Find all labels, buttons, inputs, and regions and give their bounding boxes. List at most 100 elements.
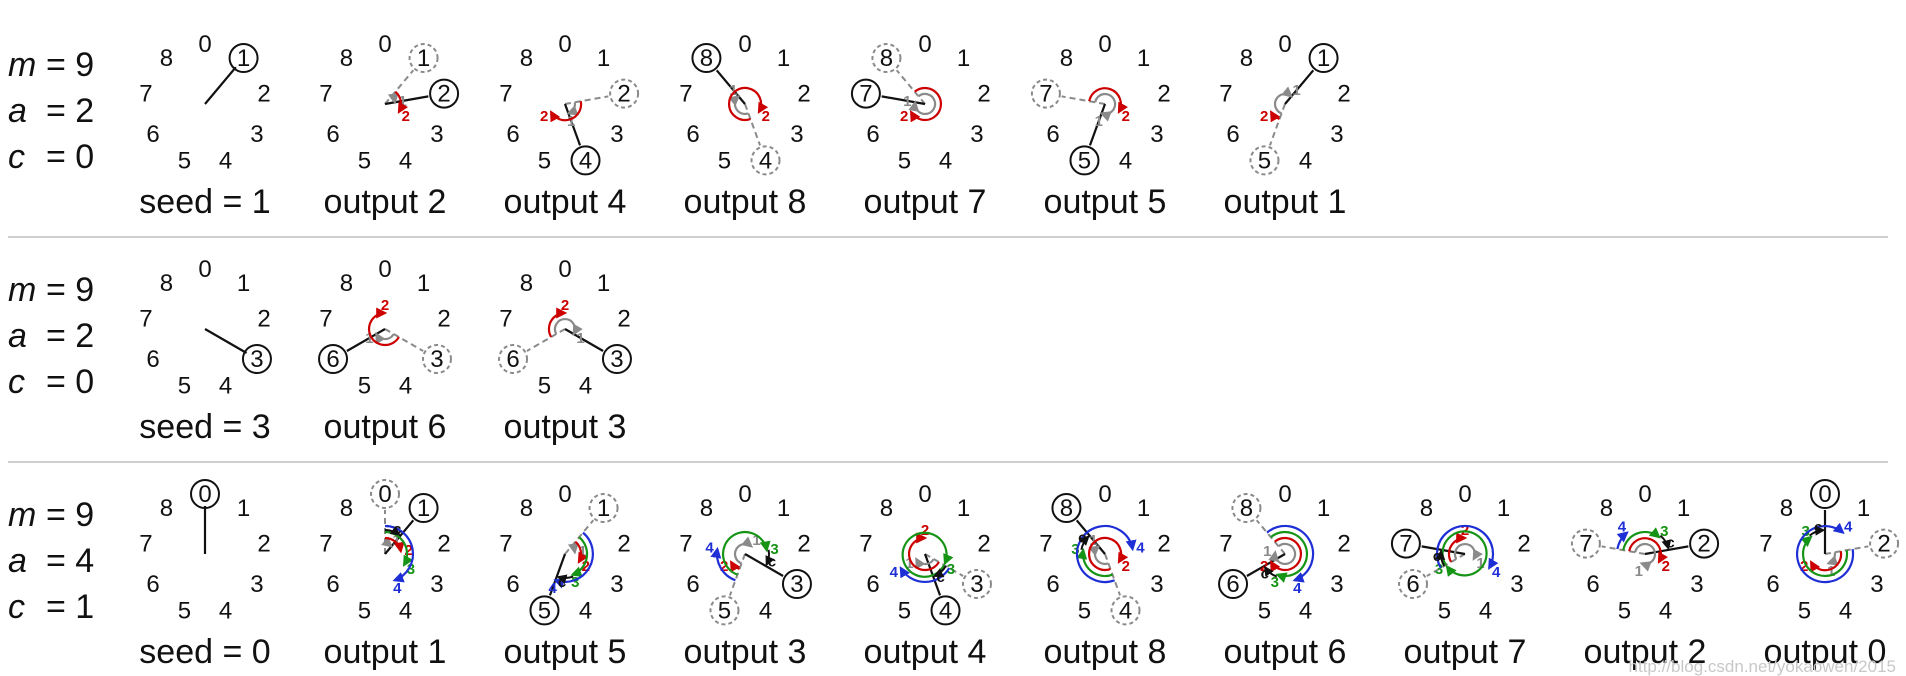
- parameter-block: m= 9a= 4c= 1: [8, 496, 94, 626]
- dial-number: 5: [1438, 597, 1451, 624]
- dial-number: 3: [790, 121, 803, 148]
- arc-label: c: [1666, 535, 1674, 552]
- current-value-ring: [1308, 43, 1339, 74]
- dial-number: 5: [1258, 147, 1271, 174]
- dial-number: 2: [1517, 531, 1530, 558]
- dial-number: 1: [957, 495, 970, 522]
- dial-number: 1: [417, 45, 430, 72]
- arc-label: 1: [567, 113, 575, 130]
- multiplier-arc: [907, 532, 940, 572]
- dial-number: 7: [139, 81, 152, 108]
- current-value-ring: [228, 43, 259, 74]
- previous-value-ring: [1030, 78, 1061, 109]
- multiplier-arc: [1076, 548, 1113, 578]
- arc-label: 3: [407, 561, 415, 578]
- dial-number: 7: [1579, 531, 1592, 558]
- dial-number: 0: [1278, 31, 1291, 58]
- dial-number: 0: [1638, 481, 1651, 508]
- current-value-ring: [1218, 569, 1249, 599]
- previous-hand: [564, 95, 609, 105]
- current-value-ring: [850, 78, 881, 109]
- dial-number: 1: [1677, 495, 1690, 522]
- previous-value-ring: [1869, 528, 1900, 559]
- multiplier-arc: [567, 542, 579, 555]
- dial-number: 1: [237, 270, 250, 297]
- dial-number: 7: [1039, 81, 1052, 108]
- current-value-ring: [781, 569, 812, 599]
- dial-number: 8: [160, 270, 173, 297]
- dial-number: 7: [319, 306, 332, 333]
- dial-number: 8: [880, 495, 893, 522]
- multiplier-arc: [1273, 86, 1294, 115]
- current-hand: [1284, 69, 1315, 105]
- current-value-ring: [1051, 493, 1082, 524]
- dial-number: 0: [918, 31, 931, 58]
- arc-label: c: [1433, 548, 1441, 565]
- arc-label: c: [936, 569, 944, 586]
- dial-number: 3: [1510, 571, 1523, 598]
- arc-label: 4: [1136, 540, 1145, 557]
- dial-number: 1: [1857, 495, 1870, 522]
- dial-number: 5: [1618, 597, 1631, 624]
- dial-number: 1: [597, 45, 610, 72]
- dial-number: 2: [977, 81, 990, 108]
- dial-number: 3: [610, 346, 623, 373]
- dial-number: 2: [1157, 531, 1170, 558]
- dial-number: 5: [538, 597, 551, 624]
- arc-label: 2: [1260, 108, 1268, 125]
- arc-label: 3: [571, 574, 579, 591]
- arc-label: 3: [1435, 561, 1443, 578]
- param-name: a: [8, 92, 27, 130]
- multiplier-arc: [1628, 537, 1668, 564]
- arc-label: 3: [1071, 541, 1079, 558]
- previous-value-ring: [1398, 569, 1429, 599]
- dial-number: 3: [430, 346, 443, 373]
- step-caption: output 5: [1044, 183, 1167, 221]
- multiplier-arc: [915, 557, 935, 570]
- dial-number: 5: [538, 147, 551, 174]
- dial-number: 3: [250, 121, 263, 148]
- dial-number: 1: [777, 495, 790, 522]
- previous-hand: [1061, 95, 1106, 105]
- dial-number: 7: [1219, 531, 1232, 558]
- step-caption: output 3: [504, 408, 627, 446]
- dial-number: 8: [340, 495, 353, 522]
- step-caption: output 7: [864, 183, 987, 221]
- increment-arc: [384, 525, 401, 536]
- previous-value-ring: [498, 344, 529, 374]
- dial-number: 1: [237, 45, 250, 72]
- dial-number: 5: [1798, 597, 1811, 624]
- dial-number: 1: [957, 45, 970, 72]
- dial-number: 2: [617, 531, 630, 558]
- arc-label: 1: [392, 532, 400, 549]
- multiplier-arc: [394, 90, 409, 114]
- dial-number: 3: [1150, 571, 1163, 598]
- dial-number: 0: [738, 481, 751, 508]
- dial-number: 3: [1690, 571, 1703, 598]
- arc-label: 2: [720, 558, 728, 575]
- dial-number: 6: [1046, 571, 1059, 598]
- multiplier-arc: [1088, 87, 1128, 114]
- step-caption: output 2: [324, 183, 447, 221]
- arc-label: c: [558, 574, 566, 591]
- multiplier-arc: [901, 531, 954, 578]
- current-hand: [564, 328, 604, 352]
- multiplier-arc: [1447, 532, 1468, 563]
- arc-label: 3: [1660, 523, 1668, 540]
- dial-number: 7: [1219, 81, 1232, 108]
- dial-number: 4: [399, 597, 412, 624]
- multiplier-arc: [908, 92, 937, 116]
- param-value: = 2: [46, 317, 94, 355]
- arc-label: 1: [752, 532, 760, 549]
- dial-number: 3: [1870, 571, 1883, 598]
- previous-hand: [384, 69, 415, 105]
- multiplier-arc: [909, 86, 943, 123]
- current-hand: [1644, 545, 1689, 556]
- param-name: c: [8, 588, 25, 626]
